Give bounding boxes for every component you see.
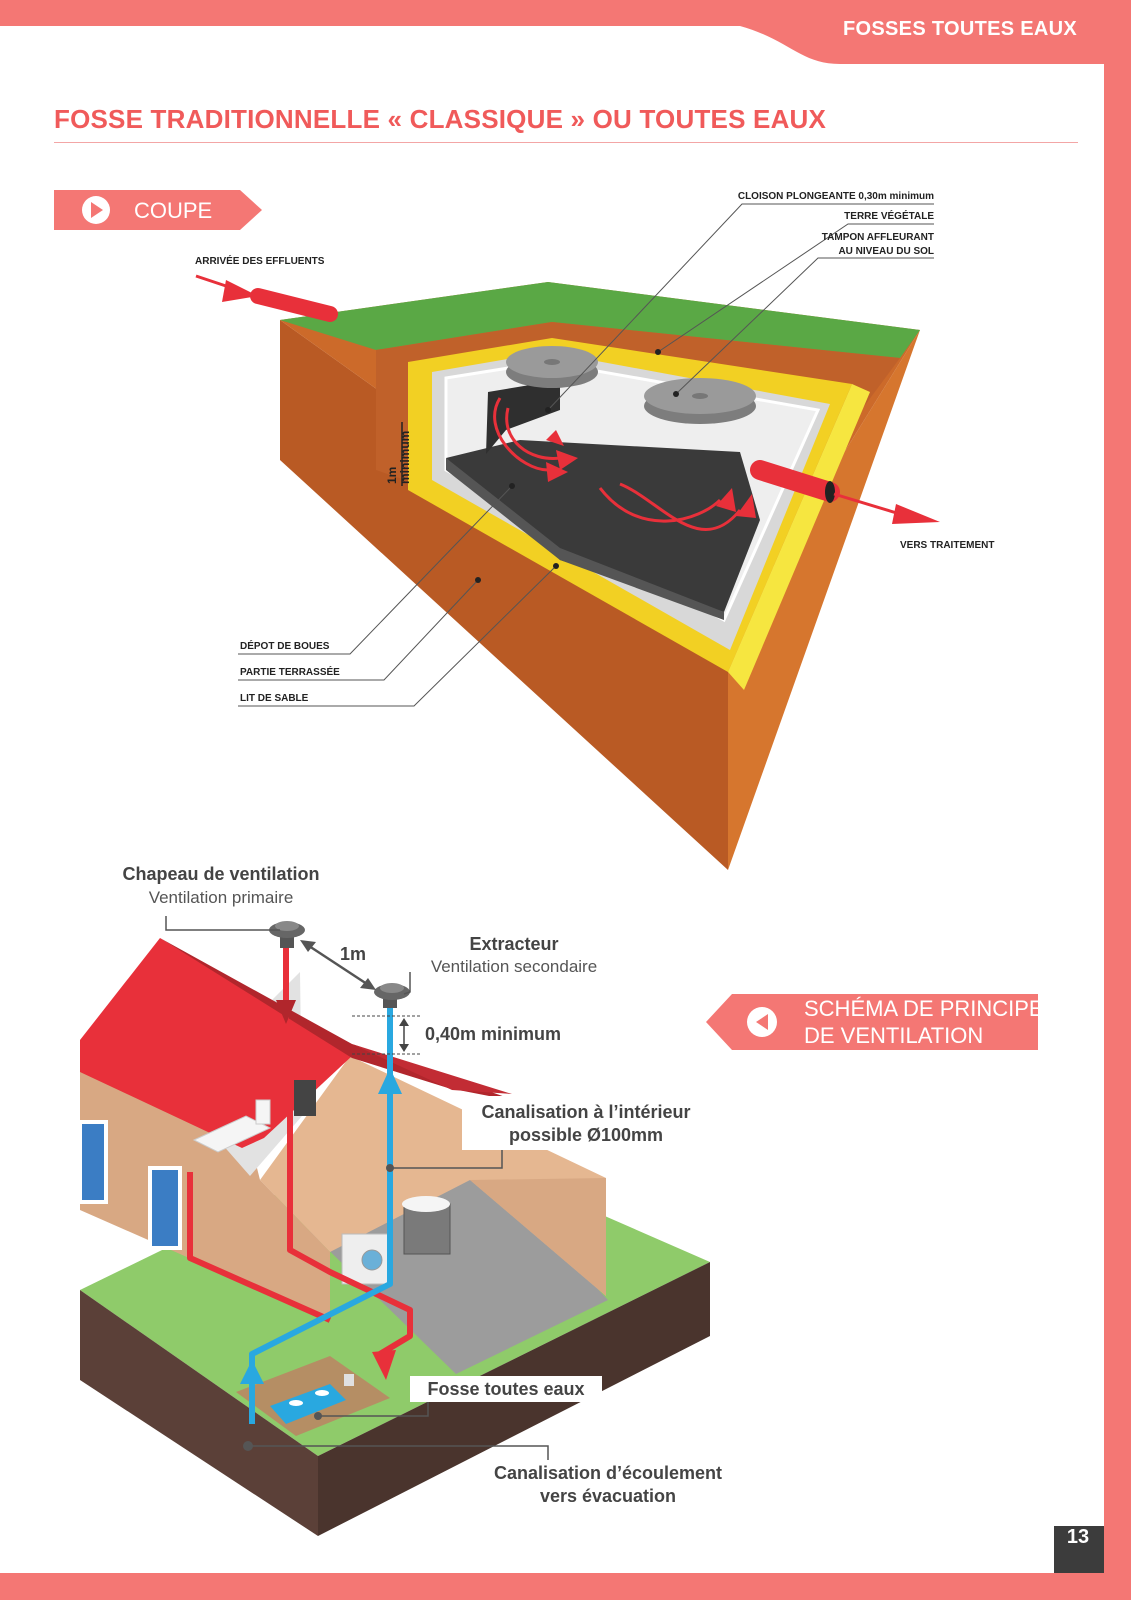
ventilation-diagram bbox=[78, 916, 1038, 1536]
canal-ecoul-label-1: Canalisation d’écoulement bbox=[493, 1463, 723, 1483]
ventilation-badge-label-1: SCHÉMA DE PRINCIPE bbox=[804, 996, 1044, 1021]
page-number-box bbox=[1054, 1526, 1104, 1573]
coupe-badge bbox=[54, 190, 262, 230]
coupe-diagram bbox=[54, 190, 940, 870]
ventilation-badge-label-2: DE VENTILATION bbox=[804, 1023, 984, 1048]
title-divider bbox=[54, 142, 1078, 143]
outlet-pipe bbox=[750, 460, 840, 502]
hauteur-label: 0,40m minimum bbox=[425, 1024, 562, 1044]
flow-arrows bbox=[493, 397, 742, 531]
label-vers-traitement: VERS TRAITEMENT bbox=[900, 540, 995, 551]
chapter-tab: FOSSES TOUTES EAUX bbox=[843, 18, 1077, 40]
label-hauteur-2: minimum bbox=[398, 430, 412, 484]
fosse-box bbox=[410, 1376, 602, 1402]
distance-label: 1m bbox=[340, 944, 367, 964]
canal-int-label-2: possible Ø100mm bbox=[508, 1125, 664, 1145]
label-arrivee: ARRIVÉE DES EFFLUENTS bbox=[195, 256, 325, 267]
canal-int-box bbox=[462, 1096, 710, 1150]
soil-right-face bbox=[728, 330, 920, 870]
extracteur-subtitle: Ventilation secondaire bbox=[430, 957, 598, 976]
label-cloison: CLOISON PLONGEANTE 0,30m minimum bbox=[737, 191, 934, 202]
chapeau-subtitle: Ventilation primaire bbox=[148, 888, 294, 907]
label-tampon-1: TAMPON AFFLEURANT bbox=[821, 232, 934, 243]
label-lit: LIT DE SABLE bbox=[240, 693, 309, 704]
page-title: FOSSE TRADITIONNELLE « CLASSIQUE » OU TO… bbox=[54, 104, 827, 134]
roof bbox=[80, 938, 352, 1148]
inlet-pipe bbox=[250, 288, 338, 322]
blue-pipe bbox=[249, 1004, 393, 1424]
grass bbox=[280, 282, 920, 358]
sludge bbox=[446, 440, 760, 612]
label-partie: PARTIE TERRASSÉE bbox=[240, 667, 340, 678]
ventilation-badge bbox=[706, 994, 1038, 1050]
label-terre: TERRE VÉGÉTALE bbox=[844, 211, 934, 222]
fosse-label: Fosse toutes eaux bbox=[427, 1379, 585, 1399]
chapeau-title: Chapeau de ventilation bbox=[122, 864, 320, 884]
coupe-badge-label: COUPE bbox=[134, 198, 213, 223]
extracteur-title: Extracteur bbox=[469, 934, 559, 954]
label-depot: DÉPOT DE BOUES bbox=[240, 641, 330, 652]
canal-int-label-1: Canalisation à l’intérieur bbox=[481, 1102, 691, 1122]
canal-ecoul-label-2: vers évacuation bbox=[539, 1486, 677, 1506]
label-tampon-2: AU NIVEAU DU SOL bbox=[838, 246, 934, 257]
page-number: 13 bbox=[1066, 1526, 1090, 1548]
